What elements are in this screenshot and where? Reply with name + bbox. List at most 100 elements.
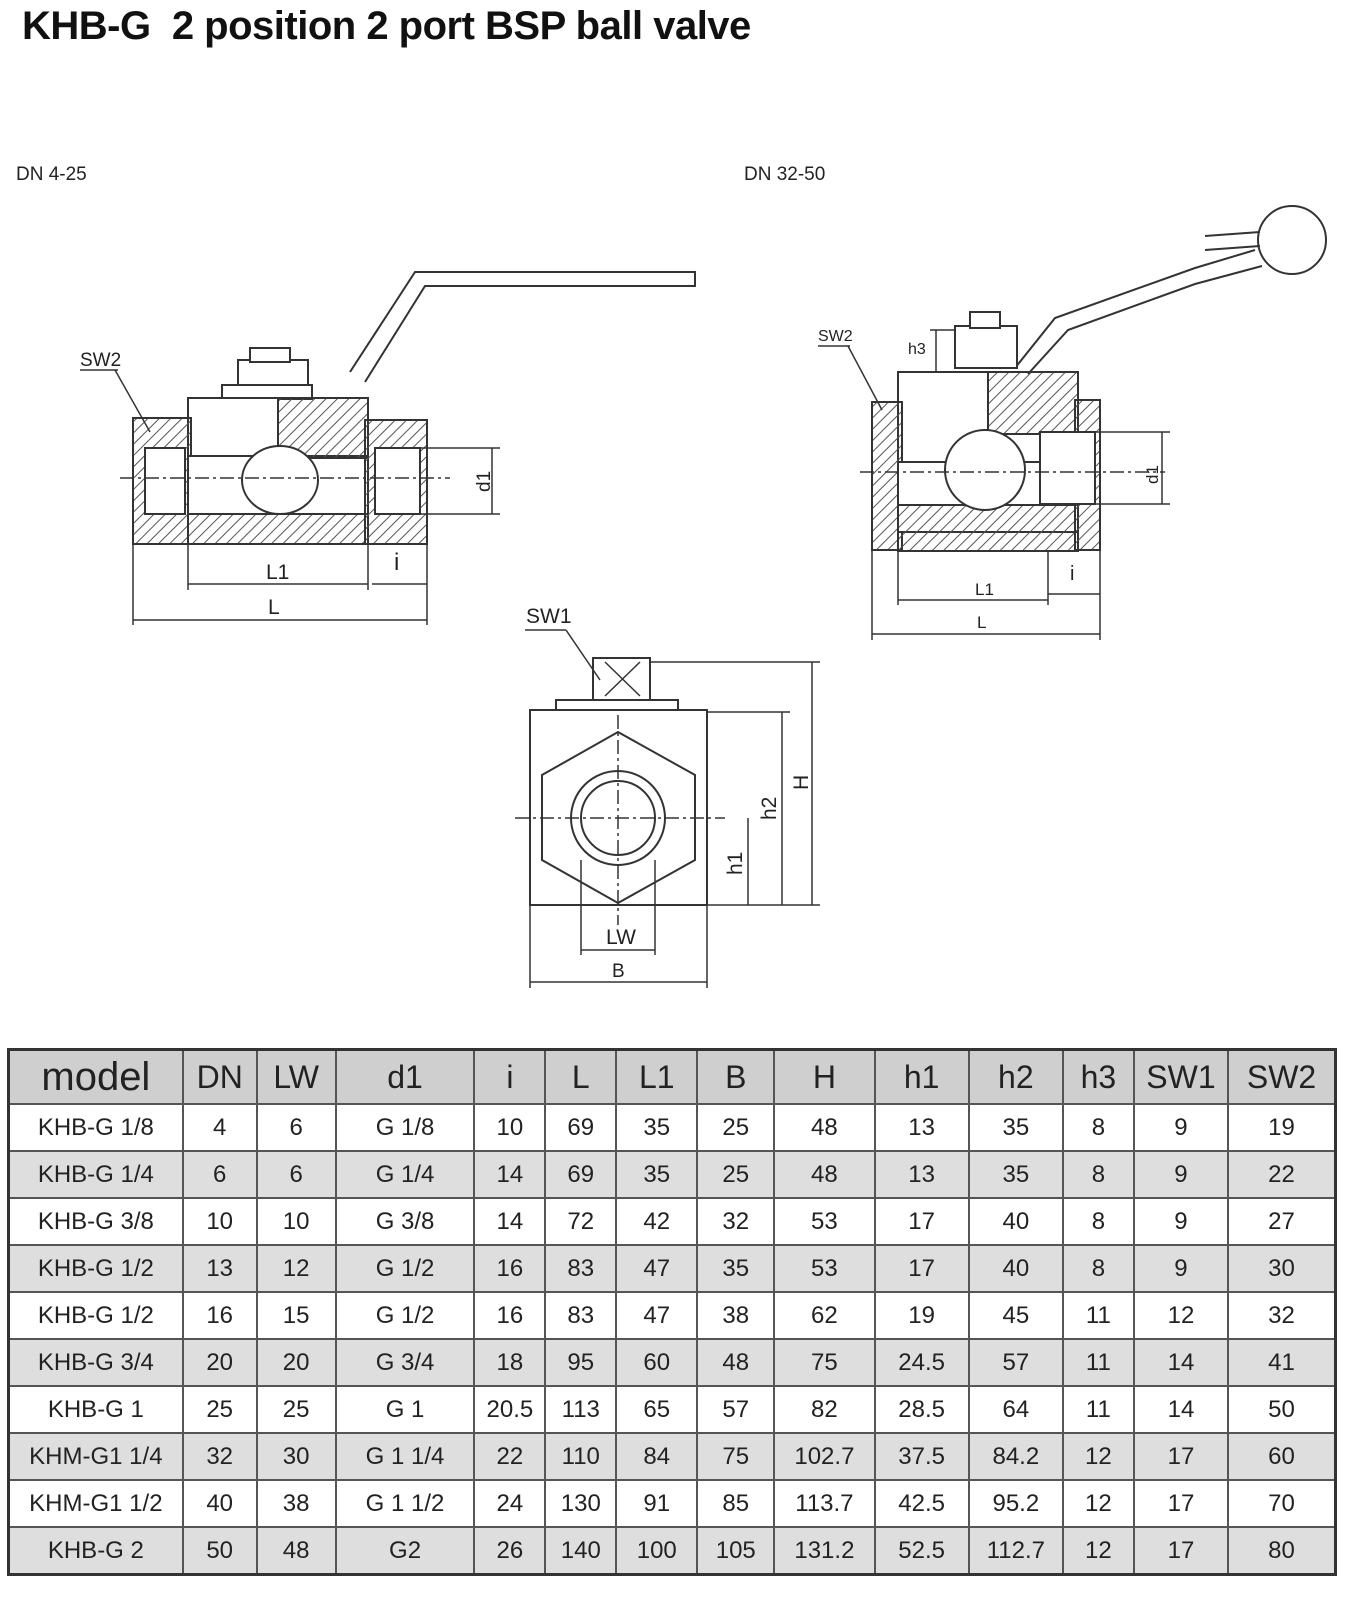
table-cell: 40 bbox=[181, 1479, 258, 1528]
table-cell: 48 bbox=[773, 1103, 876, 1152]
table-cell: 11 bbox=[1061, 1291, 1135, 1340]
table-cell: KHM-G1 1/2 bbox=[7, 1479, 184, 1528]
header-dn: DN bbox=[181, 1048, 258, 1105]
front-h1-label: h1 bbox=[724, 852, 747, 875]
table-cell: 65 bbox=[615, 1385, 699, 1434]
table-cell: 110 bbox=[544, 1432, 618, 1481]
table-cell: 113.7 bbox=[773, 1479, 876, 1528]
header-model: model bbox=[7, 1048, 184, 1105]
header-h: H bbox=[773, 1048, 876, 1105]
table-cell: 100 bbox=[615, 1526, 699, 1576]
table-cell: 113 bbox=[544, 1385, 618, 1434]
right-d1-label: d1 bbox=[1143, 465, 1162, 484]
table-cell: 22 bbox=[473, 1432, 547, 1481]
table-cell: 95 bbox=[544, 1338, 618, 1387]
table-cell: 19 bbox=[873, 1291, 970, 1340]
table-cell: 37.5 bbox=[873, 1432, 970, 1481]
table-cell: KHB-G 1/4 bbox=[7, 1150, 184, 1199]
table-cell: 6 bbox=[255, 1150, 337, 1199]
table-cell: 72 bbox=[544, 1197, 618, 1246]
table-cell: 69 bbox=[544, 1150, 618, 1199]
table-cell: 14 bbox=[473, 1197, 547, 1246]
table-cell: KHB-G 1/8 bbox=[7, 1103, 184, 1152]
table-cell: 52.5 bbox=[873, 1526, 970, 1576]
table-cell: 14 bbox=[1132, 1338, 1230, 1387]
table-cell: 17 bbox=[873, 1197, 970, 1246]
table-cell: 15 bbox=[255, 1291, 337, 1340]
table-cell: G 1 bbox=[334, 1385, 476, 1434]
header-b: B bbox=[696, 1048, 776, 1105]
header-sw2: SW2 bbox=[1227, 1048, 1337, 1105]
dimensions-table: model DN LW d1 i L L1 B H h1 h2 h3 SW1 S… bbox=[7, 1048, 1337, 1576]
table-cell: KHM-G1 1/4 bbox=[7, 1432, 184, 1481]
table-cell: 25 bbox=[696, 1150, 776, 1199]
table-cell: 35 bbox=[967, 1150, 1064, 1199]
left-sw2-label: SW2 bbox=[80, 350, 121, 371]
table-cell: 38 bbox=[696, 1291, 776, 1340]
table-cell: G 3/4 bbox=[334, 1338, 476, 1387]
table-cell: 85 bbox=[696, 1479, 776, 1528]
table-cell: KHB-G 3/8 bbox=[7, 1197, 184, 1246]
table-cell: 64 bbox=[967, 1385, 1064, 1434]
table-cell: 12 bbox=[1061, 1479, 1135, 1528]
front-h2-label: h2 bbox=[758, 797, 781, 820]
table-cell: 8 bbox=[1061, 1197, 1135, 1246]
header-l: L bbox=[544, 1048, 618, 1105]
table-cell: 91 bbox=[615, 1479, 699, 1528]
table-cell: 112.7 bbox=[967, 1526, 1064, 1576]
table-cell: KHB-G 2 bbox=[7, 1526, 184, 1576]
table-cell: 14 bbox=[1132, 1385, 1230, 1434]
table-cell: 32 bbox=[181, 1432, 258, 1481]
table-cell: 18 bbox=[473, 1338, 547, 1387]
left-l-label: L bbox=[268, 596, 280, 619]
table-cell: 25 bbox=[255, 1385, 337, 1434]
table-cell: 42.5 bbox=[873, 1479, 970, 1528]
table-cell: 53 bbox=[773, 1197, 876, 1246]
table-cell: 82 bbox=[773, 1385, 876, 1434]
table-cell: 70 bbox=[1227, 1479, 1337, 1528]
table-cell: 48 bbox=[696, 1338, 776, 1387]
table-cell: 35 bbox=[696, 1244, 776, 1293]
table-cell: G 1 1/2 bbox=[334, 1479, 476, 1528]
table-cell: 17 bbox=[873, 1244, 970, 1293]
table-cell: 47 bbox=[615, 1291, 699, 1340]
table-cell: 9 bbox=[1132, 1197, 1230, 1246]
table-cell: 28.5 bbox=[873, 1385, 970, 1434]
table-cell: 40 bbox=[967, 1197, 1064, 1246]
table-cell: 35 bbox=[967, 1103, 1064, 1152]
table-cell: 84 bbox=[615, 1432, 699, 1481]
left-d1-label: d1 bbox=[474, 471, 495, 492]
table-cell: 84.2 bbox=[967, 1432, 1064, 1481]
table-cell: 27 bbox=[1227, 1197, 1337, 1246]
header-i: i bbox=[473, 1048, 547, 1105]
table-cell: 19 bbox=[1227, 1103, 1337, 1152]
table-cell: 80 bbox=[1227, 1526, 1337, 1576]
table-cell: 40 bbox=[967, 1244, 1064, 1293]
table-cell: 35 bbox=[615, 1103, 699, 1152]
table-cell: 16 bbox=[473, 1291, 547, 1340]
right-l-label: L bbox=[977, 613, 986, 632]
table-cell: 69 bbox=[544, 1103, 618, 1152]
table-cell: G 1/2 bbox=[334, 1244, 476, 1293]
table-cell: 10 bbox=[255, 1197, 337, 1246]
table-cell: 25 bbox=[181, 1385, 258, 1434]
left-view-dn4-25 bbox=[80, 271, 696, 625]
table-cell: 16 bbox=[181, 1291, 258, 1340]
table-cell: 57 bbox=[967, 1338, 1064, 1387]
left-i-label: i bbox=[394, 549, 399, 576]
header-sw1: SW1 bbox=[1132, 1048, 1230, 1105]
table-cell: 22 bbox=[1227, 1150, 1337, 1199]
table-cell: 26 bbox=[473, 1526, 547, 1576]
right-h3-label: h3 bbox=[908, 341, 926, 358]
front-view bbox=[515, 629, 820, 988]
header-d1: d1 bbox=[334, 1048, 476, 1105]
